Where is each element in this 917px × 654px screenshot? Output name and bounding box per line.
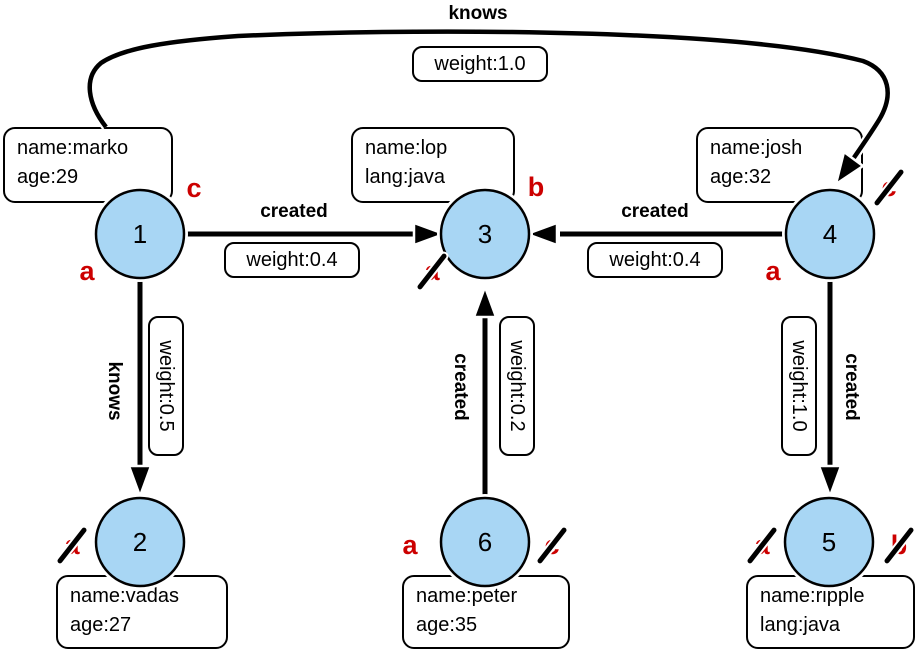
property-line: name:marko xyxy=(17,137,129,159)
marker-letter: c xyxy=(186,173,202,203)
property-box-ripple: name:ripple lang:java xyxy=(746,575,915,649)
marker-a-node-5: a xyxy=(746,526,778,565)
vertex-5-id: 5 xyxy=(821,527,837,557)
property-line: age:35 xyxy=(416,614,478,636)
marker-c-node-1: c xyxy=(179,173,209,203)
property-line: age:29 xyxy=(17,166,79,188)
edge-label-created-1-3: created xyxy=(260,201,328,222)
weight-box-knows-1-2: weight:0.5 xyxy=(148,316,184,456)
property-box-josh: name:josh age:32 xyxy=(696,127,863,203)
marker-a-node-2: a xyxy=(56,526,88,565)
marker-a-node-1: a xyxy=(72,256,102,286)
marker-b-node-5: b xyxy=(883,526,915,565)
edge-label-knows-top: knows xyxy=(448,3,508,24)
marker-a-node-4: a xyxy=(758,256,788,286)
property-line: name:peter xyxy=(416,585,518,607)
property-line: name:lop xyxy=(365,137,448,159)
vertex-6-id: 6 xyxy=(477,527,493,557)
vertex-2-id: 2 xyxy=(132,527,148,557)
arrowhead-created-into-3-right xyxy=(523,221,559,247)
arrowhead-knows-into-2 xyxy=(127,464,153,500)
marker-letter: a xyxy=(402,530,418,560)
marker-b-node-3: b xyxy=(521,172,551,202)
marker-a-node-3: a xyxy=(416,252,448,291)
property-line: name:vadas xyxy=(70,585,179,607)
property-line: lang:java xyxy=(760,614,841,636)
weight-value: weight:1.0 xyxy=(788,340,811,432)
edge-label-created-4-3: created xyxy=(621,201,689,222)
weight-box-knows-top: weight:1.0 xyxy=(412,46,548,82)
vertex-4-id: 4 xyxy=(822,219,838,249)
weight-box-created-6-3: weight:0.2 xyxy=(499,316,535,456)
marker-letter: b xyxy=(527,172,545,202)
marker-c-node-4: c xyxy=(873,168,905,207)
vertex-3-id: 3 xyxy=(477,219,493,249)
weight-value: weight:0.5 xyxy=(155,340,178,432)
arrowhead-created-into-3-bottom xyxy=(472,283,498,319)
property-box-marko: name:marko age:29 xyxy=(3,127,173,203)
arrowhead-created-into-5 xyxy=(817,464,843,500)
marker-a-node-6: a xyxy=(395,530,425,560)
property-box-vadas: name:vadas age:27 xyxy=(56,575,228,649)
edge-label-created-6-3: created xyxy=(450,353,471,421)
property-box-lop: name:lop lang:java xyxy=(351,127,515,203)
edge-label-created-4-5: created xyxy=(841,353,862,421)
property-box-peter: name:peter age:35 xyxy=(402,575,570,649)
marker-letter: a xyxy=(765,256,781,286)
weight-box-created-4-3: weight:0.4 xyxy=(587,242,723,278)
weight-value: weight:0.4 xyxy=(609,248,701,271)
property-line: age:32 xyxy=(710,166,772,188)
marker-c-node-6: c xyxy=(536,526,568,565)
weight-box-created-1-3: weight:0.4 xyxy=(224,242,360,278)
weight-box-created-4-5: weight:1.0 xyxy=(781,316,817,456)
property-line: age:27 xyxy=(70,614,132,636)
vertex-1-id: 1 xyxy=(132,219,148,249)
weight-value: weight:1.0 xyxy=(434,52,526,75)
property-line: lang:java xyxy=(365,166,446,188)
property-line: name:ripple xyxy=(760,585,865,607)
edge-label-knows-1-2: knows xyxy=(104,361,125,421)
arrowhead-created-into-3-left xyxy=(412,221,448,247)
weight-value: weight:0.2 xyxy=(506,340,529,432)
marker-letter: a xyxy=(79,256,95,286)
property-line: name:josh xyxy=(710,137,803,159)
weight-value: weight:0.4 xyxy=(246,248,338,271)
